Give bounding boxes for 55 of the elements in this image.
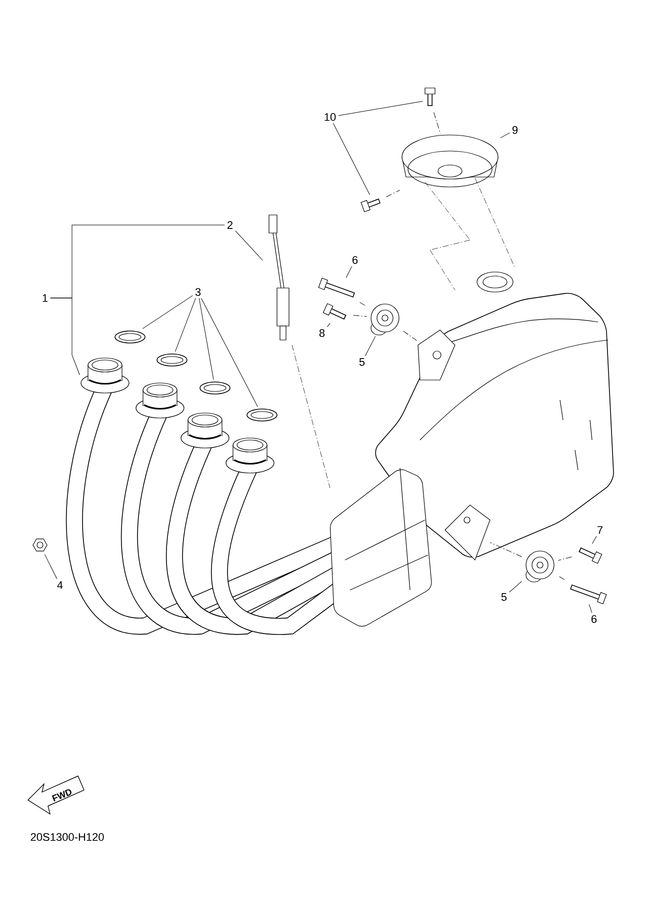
callout-number: 6: [352, 256, 358, 264]
callout-number: 10: [324, 113, 336, 121]
callout-number: 3: [195, 288, 201, 296]
leader-line: [346, 266, 352, 278]
center-line: [353, 315, 367, 317]
leader-line: [50, 224, 225, 298]
bolt-drawing: [570, 584, 607, 604]
leader-line: [364, 336, 376, 356]
leader-line: [332, 122, 370, 195]
callout-number: 5: [501, 593, 507, 601]
screw-drawing: [360, 198, 380, 212]
center-line: [386, 190, 400, 198]
gasket-drawing: [114, 330, 146, 344]
bolt-drawing: [322, 303, 346, 320]
screw-drawing: [424, 88, 436, 106]
center-line: [403, 330, 417, 341]
arrow-label: FWD: [52, 789, 72, 802]
callout-number: 1: [42, 294, 48, 302]
leader-line: [588, 604, 592, 614]
center-line: [490, 542, 522, 557]
leader-line: [592, 536, 597, 544]
gasket-drawing: [200, 382, 230, 394]
leader-line: [338, 101, 423, 116]
leader-line: [509, 581, 522, 592]
oxygen-sensor-drawing: [268, 214, 290, 340]
callout-number: 4: [57, 581, 63, 589]
callout-number: 7: [598, 526, 603, 534]
exhaust-pipe-flange-drawing: [80, 358, 130, 394]
callout-number: 2: [228, 221, 232, 229]
drawing-code: 20S1300-H120: [30, 833, 104, 841]
callout-number: 6: [592, 615, 597, 623]
leader-line: [235, 230, 263, 261]
callout-number: 8: [319, 329, 325, 337]
callout-number: 5: [359, 358, 365, 366]
damper-drawing: [370, 304, 400, 336]
center-line: [434, 112, 441, 134]
muffler-cover-drawing: [402, 134, 498, 188]
damper-drawing: [526, 550, 554, 582]
center-line: [360, 302, 367, 307]
nut-drawing: [32, 538, 48, 552]
leader-line: [44, 554, 58, 580]
bolt-drawing: [318, 278, 355, 298]
leader-line: [200, 298, 258, 407]
bolt-drawing: [578, 547, 602, 564]
gasket-drawing: [156, 354, 188, 366]
center-line: [558, 576, 565, 580]
leader-line: [326, 323, 330, 328]
leader-line: [500, 132, 510, 138]
gasket-drawing: [246, 408, 278, 422]
leader-line: [142, 295, 193, 329]
callout-number: 9: [512, 126, 518, 134]
hanger-bracket-drawing: [418, 330, 456, 380]
leader-line: [198, 298, 214, 380]
leader-line: [174, 298, 196, 352]
center-line: [558, 556, 572, 561]
